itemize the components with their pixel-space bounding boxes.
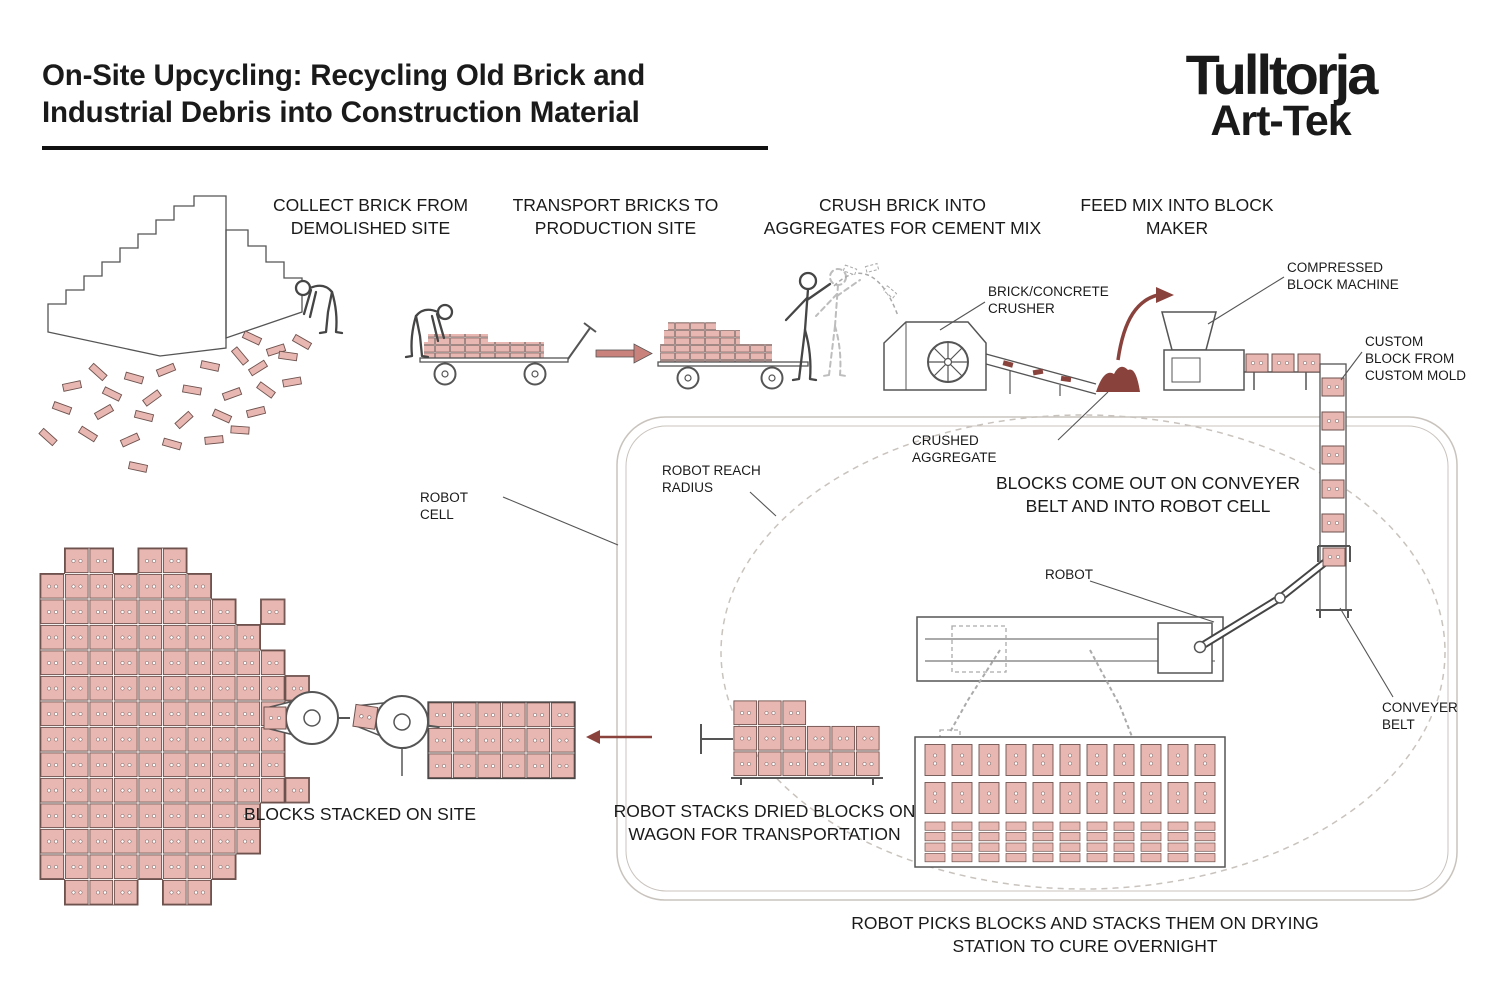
gripped-block [1322, 547, 1346, 567]
demolished-wall [47, 195, 303, 357]
crusher-machine [883, 321, 1097, 396]
person-collecting-figure [294, 279, 344, 335]
drying-station-illustration [914, 736, 1226, 868]
brick-toss-trajectory [833, 262, 899, 317]
callout-robot-reach: ROBOT REACH RADIUS [662, 463, 761, 495]
page-title-line1: On-Site Upcycling: Recycling Old Brick a… [42, 59, 646, 92]
page-title: On-Site Upcycling: Recycling Old Brick a… [42, 58, 787, 132]
title-underline [42, 146, 768, 150]
callout-crushed-aggregate: CRUSHED AGGREGATE [912, 433, 997, 465]
conveyor-belt-illustration [1316, 363, 1352, 618]
brand-logo-line2: Art-Tek [1210, 97, 1351, 146]
callout-robot: ROBOT [1045, 567, 1094, 582]
block-wagon [700, 700, 883, 785]
page-title-line2: Industrial Debris into Construction Mate… [42, 95, 640, 129]
brand-logo: Tulltorja Art-Tek [1148, 43, 1413, 146]
flow-arrow-icon [595, 343, 653, 364]
step-label-feed: FEED MIX INTO BLOCK MAKER [1080, 195, 1274, 238]
caption-drying-station: ROBOT PICKS BLOCKS AND STACKS THEM ON DR… [851, 913, 1319, 956]
crusher-wagon [657, 322, 809, 390]
step-label-crush: CRUSH BRICK INTO AGGREGATES FOR CEMENT M… [763, 195, 1042, 238]
crushed-aggregate-pile [1096, 366, 1140, 392]
step-label-collect: COLLECT BRICK FROM DEMOLISHED SITE [272, 195, 469, 238]
step-label-transport: TRANSPORT BRICKS TO PRODUCTION SITE [512, 195, 719, 238]
small-block-stack [427, 701, 576, 780]
gripper-right-icon [349, 688, 445, 776]
person-feeding-ghost [815, 268, 861, 377]
transfer-arrow-icon [586, 730, 652, 744]
block-machine [1161, 311, 1320, 391]
callout-conveyer-belt: CONVEYER BELT [1382, 700, 1458, 732]
callout-custom-block: CUSTOM BLOCK FROM CUSTOM MOLD [1365, 334, 1467, 383]
brand-logo-line1: Tulltorja [1185, 43, 1379, 106]
callout-robot-cell: ROBOT CELL [420, 490, 468, 522]
output-blocks [1245, 353, 1321, 373]
caption-stacked-on-site: BLOCKS STACKED ON SITE [243, 804, 477, 824]
callout-block-machine: COMPRESSED BLOCK MACHINE [1287, 260, 1399, 292]
callout-lines [502, 276, 1394, 698]
callout-crusher: BRICK/CONCRETE CRUSHER [988, 284, 1109, 316]
feed-arrow-icon [1116, 287, 1174, 361]
scattered-bricks [38, 330, 313, 473]
site-block-stack [39, 547, 310, 906]
transport-wagon [419, 322, 597, 386]
caption-robot-stacks-wagon: ROBOT STACKS DRIED BLOCKS ON WAGON FOR T… [613, 801, 916, 844]
robot-illustration [916, 545, 1351, 769]
caption-conveyer-blocks: BLOCKS COME OUT ON CONVEYER BELT AND INT… [995, 473, 1301, 516]
robot-reach-ellipse [720, 414, 1446, 890]
